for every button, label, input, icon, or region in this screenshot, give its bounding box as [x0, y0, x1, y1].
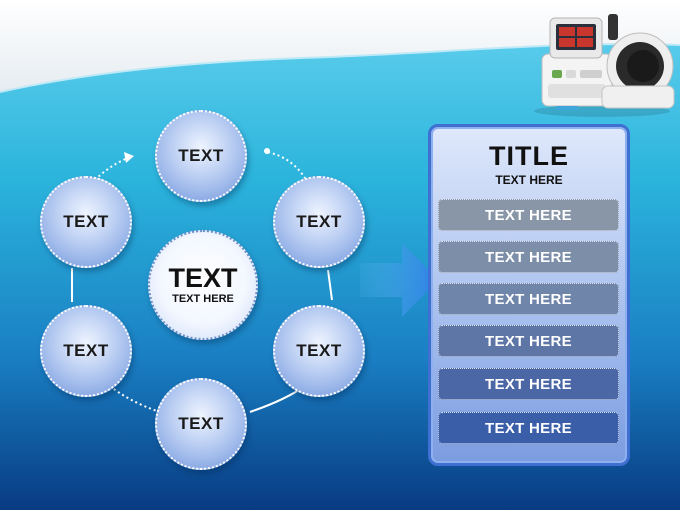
cycle-node-lower-right: TEXT [273, 305, 365, 397]
node-label: TEXT [63, 341, 109, 360]
cycle-center-node: TEXT TEXT HERE [148, 230, 258, 340]
blood-pressure-monitor-icon [534, 14, 675, 117]
cycle-node-upper-right: TEXT [273, 176, 365, 268]
cycle-node-top: TEXT [155, 110, 247, 202]
panel-list-item: TEXT HERE [438, 368, 619, 400]
panel-list-item-label: TEXT HERE [485, 290, 572, 308]
panel-list-item-label: TEXT HERE [485, 375, 572, 393]
panel-list-item-label: TEXT HERE [485, 206, 572, 224]
panel-list-item-label: TEXT HERE [485, 419, 572, 437]
node-label: TEXT [178, 146, 224, 165]
center-title: TEXT [168, 263, 238, 293]
panel-list-item: TEXT HERE [438, 241, 619, 273]
cycle-node-lower-left: TEXT [40, 305, 132, 397]
node-label: TEXT [63, 212, 109, 231]
panel-list-item: TEXT HERE [438, 283, 619, 315]
center-subtitle: TEXT HERE [172, 293, 234, 305]
node-label: TEXT [296, 212, 342, 231]
panel-subtitle: TEXT HERE [495, 173, 563, 187]
title-panel: TITLE TEXT HERE TEXT HERE TEXT HERE TEXT… [428, 124, 630, 466]
cycle-node-upper-left: TEXT [40, 176, 132, 268]
panel-title: TITLE [489, 141, 569, 171]
cycle-node-bottom: TEXT [155, 378, 247, 470]
panel-list-item-label: TEXT HERE [485, 332, 572, 350]
node-label: TEXT [178, 414, 224, 433]
panel-list-item-label: TEXT HERE [485, 248, 572, 266]
panel-list-item: TEXT HERE [438, 199, 619, 231]
panel-list-item: TEXT HERE [438, 412, 619, 444]
node-label: TEXT [296, 341, 342, 360]
panel-list-item: TEXT HERE [438, 325, 619, 357]
